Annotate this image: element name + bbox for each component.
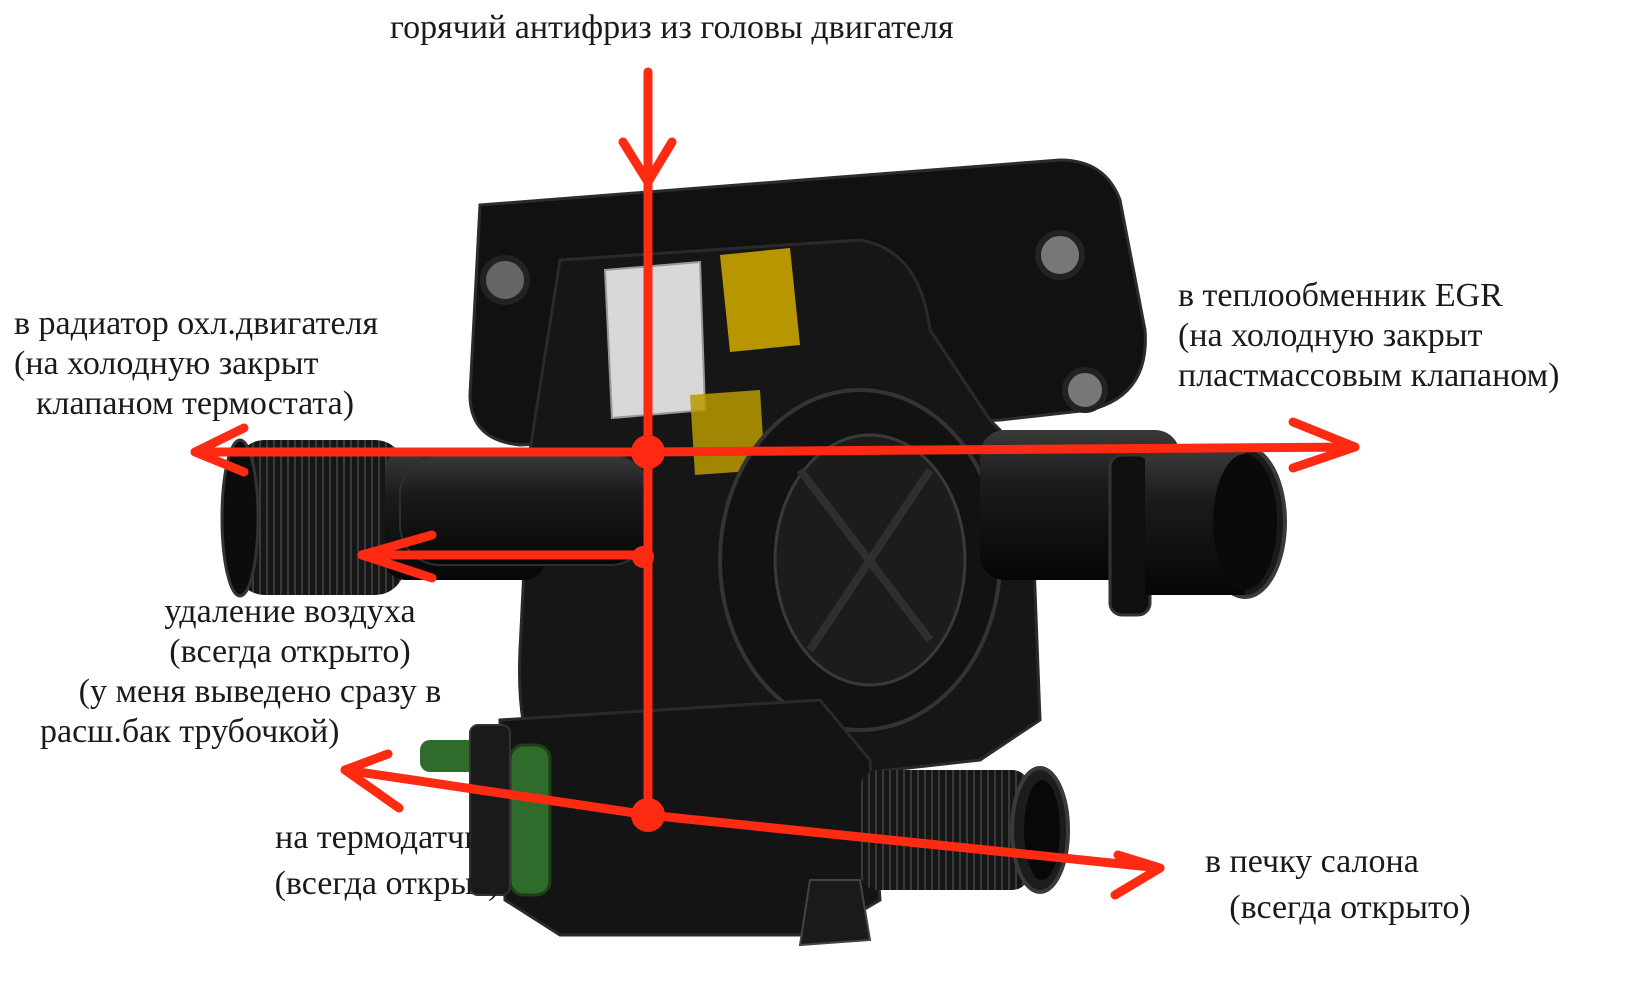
inlet-arrow-head — [618, 137, 677, 187]
junction-dot-middle — [632, 546, 654, 568]
part-sticker — [603, 260, 707, 420]
label-air-bleed: удаление воздуха (всегда открыто) (у мен… — [40, 593, 442, 750]
junction-dot-top — [631, 435, 665, 469]
egr-pipe-ring — [1108, 453, 1152, 617]
label-to-egr-heat-exchanger: в теплообменник EGR (на холодную закрыт … — [1178, 277, 1560, 394]
air-bleed-pipe — [399, 454, 651, 566]
junction-dot-bottom — [631, 798, 665, 832]
heater-pipe — [860, 770, 1030, 890]
sensor-arrow-head — [340, 749, 404, 813]
heater-pipe-mouth — [1024, 780, 1060, 880]
label-to-cabin-heater: в печку салона (всегда открыто) — [1205, 843, 1471, 926]
bolt-hole-right-top — [1035, 230, 1085, 280]
heater-arrow-line — [643, 810, 1165, 873]
egr-arrow-line — [643, 442, 1360, 457]
yellow-mark-top — [720, 248, 800, 352]
radiator-arrow-head — [190, 423, 249, 477]
sensor-arrow-line — [340, 765, 653, 820]
radiator-pipe — [235, 440, 405, 595]
label-to-temp-sensor: на термодатчик (всегда открыт) — [274, 819, 500, 902]
bolt-hole-right-bottom — [1062, 367, 1108, 413]
bolt-hole-left — [480, 255, 530, 305]
junction-dots — [631, 435, 665, 832]
egr-arrow-head — [1288, 417, 1360, 473]
mounting-foot — [798, 879, 872, 947]
valve-rib — [796, 467, 934, 653]
label-to-radiator: в радиатор охл.двигателя (на холодную за… — [14, 305, 379, 422]
label-hot-antifreeze-inlet: горячий антифриз из головы двигателя — [390, 9, 954, 46]
heater-arrow-head — [1110, 850, 1165, 900]
air-arrow-head — [357, 530, 437, 583]
egr-pipe-mouth — [1213, 454, 1277, 590]
sensor-port — [469, 724, 511, 896]
radiator-pipe-end — [220, 438, 260, 598]
